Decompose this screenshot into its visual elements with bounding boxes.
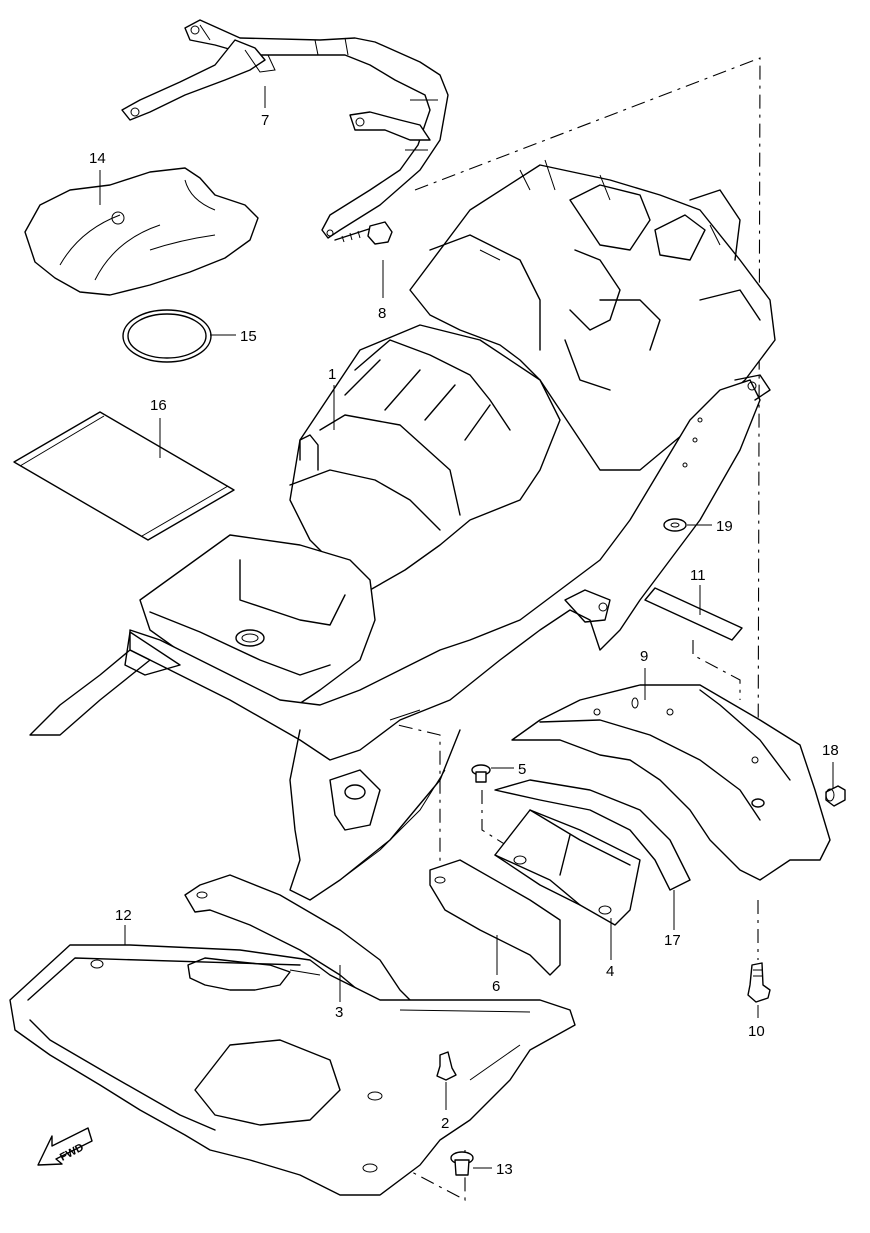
- part-19-washer-icon: [663, 518, 687, 532]
- part-14-cover-pad: [24, 167, 259, 296]
- part-1-fender-box: [289, 324, 561, 591]
- part-10-bolt-icon: [747, 962, 771, 1003]
- part-18-plug-icon: [825, 785, 846, 807]
- part-1-tray: [139, 534, 376, 711]
- fwd-arrow-icon: FWD: [37, 1127, 93, 1166]
- callout-16: 16: [150, 397, 167, 414]
- callout-3: 3: [335, 1004, 343, 1021]
- part-9-rear-cover: [511, 684, 831, 881]
- callout-14: 14: [89, 150, 106, 167]
- part-17-trim-strip: [494, 779, 691, 891]
- callout-6: 6: [492, 978, 500, 995]
- part-8-bolt-icon: [334, 221, 393, 245]
- callout-5: 5: [518, 761, 526, 778]
- callout-labels: 7 8 14 15 16 1 19 11 9 18 5 17 4 6 3 12 …: [89, 112, 839, 1178]
- callout-18: 18: [822, 742, 839, 759]
- part-12-underbody-panel: [9, 944, 576, 1196]
- callout-15: 15: [240, 328, 257, 345]
- part-15-o-ring: [122, 309, 212, 363]
- callout-12: 12: [115, 907, 132, 924]
- part-13-clip-icon: [450, 1151, 474, 1176]
- part-6-bracket-plate: [429, 859, 561, 976]
- part-5-clip-icon: [471, 764, 491, 783]
- callout-17: 17: [664, 932, 681, 949]
- part-4-bracket: [494, 809, 641, 926]
- callout-2: 2: [441, 1115, 449, 1132]
- callout-7: 7: [261, 112, 269, 129]
- callout-10: 10: [748, 1023, 765, 1040]
- part-11-strip: [644, 587, 743, 641]
- part-2-screw-icon: [436, 1051, 457, 1081]
- part-7-rear-bracket: [121, 19, 449, 239]
- callout-11: 11: [690, 567, 706, 584]
- callout-8: 8: [378, 305, 386, 322]
- callout-1: 1: [328, 366, 336, 383]
- callout-19: 19: [716, 518, 733, 535]
- callout-13: 13: [496, 1161, 513, 1178]
- callout-4: 4: [606, 963, 614, 980]
- callout-leaders: [99, 86, 834, 1169]
- part-16-sheet: [13, 411, 235, 541]
- callout-9: 9: [640, 648, 648, 665]
- part-1-fender-lower: [29, 374, 771, 901]
